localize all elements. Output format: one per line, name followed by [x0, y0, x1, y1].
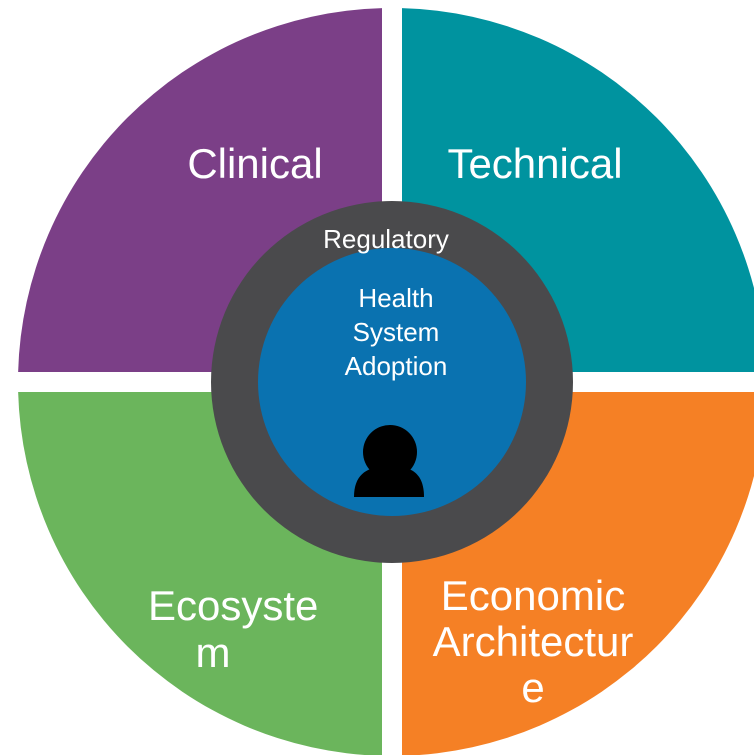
economic-architecture-label: Economic Architectur e	[408, 572, 658, 712]
core-label-line: Adoption	[344, 350, 448, 381]
person-icon	[354, 425, 424, 497]
clinical-label: Clinical	[187, 140, 323, 187]
health-system-core	[258, 248, 526, 516]
regulatory-label: Regulatory	[323, 224, 449, 254]
core-label-line: System	[352, 316, 440, 347]
ecosystem-label-line: Ecosyste	[148, 582, 319, 629]
ecosystem-label: Ecosyste m	[148, 582, 319, 677]
core-label-line: Health	[358, 283, 434, 313]
economic-label-line: e	[521, 664, 545, 712]
core-label: Health System Adoption	[296, 282, 496, 383]
economic-label-line: Architectur	[432, 618, 634, 666]
technical-label: Technical	[447, 140, 623, 187]
ecosystem-label-line: m	[195, 629, 231, 677]
economic-label-line: Economic	[440, 572, 626, 619]
